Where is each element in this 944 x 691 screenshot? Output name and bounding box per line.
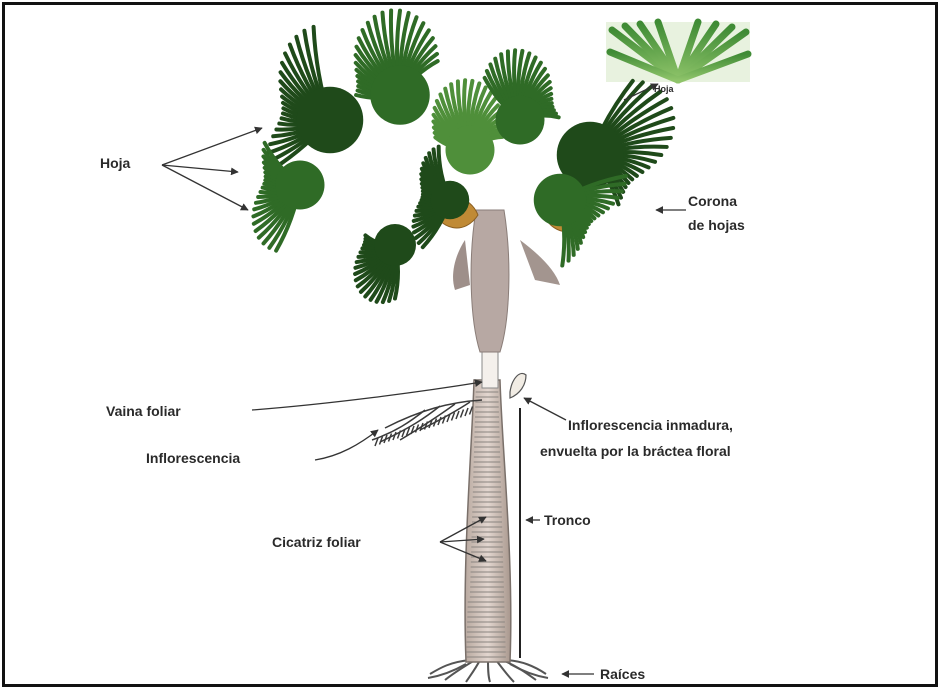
label-inflorescencia-inmadura-line1: Inflorescencia inmadura, [568, 417, 733, 433]
label-inflorescencia-inmadura-line2: envuelta por la bráctea floral [540, 443, 731, 459]
label-inflorescencia: Inflorescencia [146, 450, 240, 466]
trunk-drawing [465, 210, 511, 662]
roots-drawing [428, 660, 548, 682]
label-hoja-inset: Hoja [654, 84, 674, 94]
label-hoja: Hoja [100, 155, 131, 171]
leaf-inset-image [606, 22, 750, 82]
label-cicatriz-foliar: Cicatriz foliar [272, 534, 361, 550]
label-vaina-foliar: Vaina foliar [106, 403, 181, 419]
label-corona-line1: Corona [688, 193, 737, 209]
label-raices: Raíces [600, 666, 645, 682]
inflorescence-drawing [372, 400, 482, 446]
label-tronco: Tronco [544, 512, 591, 528]
immature-inflorescence-drawing [510, 374, 526, 398]
label-corona-line2: de hojas [688, 217, 745, 233]
